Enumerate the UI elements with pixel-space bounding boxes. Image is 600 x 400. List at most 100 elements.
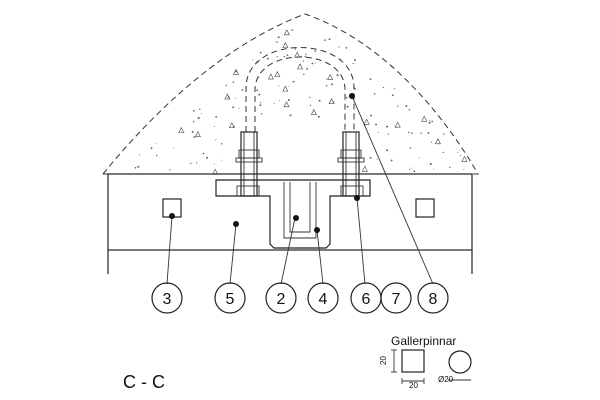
concrete-speck xyxy=(410,167,412,169)
concrete-speck xyxy=(220,159,222,161)
concrete-speck xyxy=(457,152,459,154)
concrete-speck xyxy=(292,80,295,83)
concrete-speck xyxy=(259,104,262,107)
leader-dot-5 xyxy=(233,221,239,227)
concrete-speck xyxy=(442,151,444,154)
legend-square-side: 20 xyxy=(379,356,388,365)
u-bolt-inner xyxy=(254,56,346,132)
concrete-speck xyxy=(273,102,275,104)
concrete-speck xyxy=(413,170,416,173)
concrete-speck xyxy=(215,139,217,141)
callout-circle-5 xyxy=(214,282,246,314)
concrete-speck xyxy=(375,123,378,126)
concrete-speck xyxy=(192,120,195,123)
concrete-aggregate xyxy=(267,73,274,80)
concrete-speck xyxy=(150,147,153,150)
legend-square-pin xyxy=(401,349,425,373)
leader-4 xyxy=(316,229,324,285)
concrete-speck xyxy=(325,78,327,80)
concrete-aggregate xyxy=(178,126,185,133)
callout-8: 8 xyxy=(429,291,438,308)
leader-8 xyxy=(351,95,434,285)
leader-3 xyxy=(166,215,173,285)
concrete-aggregate xyxy=(461,155,468,162)
concrete-speck xyxy=(275,41,278,43)
concrete-aggregate xyxy=(327,74,334,80)
concrete-speck xyxy=(428,121,431,124)
concrete-speck xyxy=(206,156,209,159)
concrete-speck xyxy=(407,131,410,134)
concrete-aggregate xyxy=(434,138,441,145)
concrete-speck xyxy=(227,96,230,99)
concrete-speck xyxy=(354,59,357,61)
concrete-aggregate xyxy=(282,41,289,48)
concrete-speck xyxy=(391,94,394,97)
concrete-speck xyxy=(459,155,461,157)
concrete-speck xyxy=(200,112,202,114)
concrete-aggregate xyxy=(328,98,335,105)
concrete-speck xyxy=(259,102,262,104)
concrete-speck xyxy=(278,85,280,87)
concrete-speck xyxy=(387,133,389,135)
concrete-speck xyxy=(277,36,280,39)
concrete-speck xyxy=(156,143,158,145)
legend-circle-diameter: Ø20 xyxy=(438,375,454,384)
concrete-speck xyxy=(238,107,240,109)
concrete-speck xyxy=(213,163,215,165)
concrete-speck xyxy=(276,56,278,58)
concrete-speck xyxy=(352,62,354,65)
callout-circle-2 xyxy=(265,282,297,314)
concrete-speck xyxy=(213,125,215,128)
concrete-speck xyxy=(433,168,435,170)
concrete-speck xyxy=(220,143,223,145)
concrete-speck xyxy=(370,114,372,117)
concrete-speck xyxy=(317,115,320,118)
concrete-aggregate xyxy=(194,131,201,137)
concrete-speck xyxy=(215,115,218,118)
right-washer xyxy=(337,157,365,163)
concrete-aggregate xyxy=(274,70,281,77)
leader-5 xyxy=(229,223,237,285)
concrete-speck xyxy=(276,41,278,43)
saddle-plate-outline xyxy=(215,179,371,249)
concrete-aggregate xyxy=(233,68,240,75)
concrete-speck xyxy=(443,133,445,135)
base-beam xyxy=(107,173,473,251)
concrete-speck xyxy=(169,169,171,171)
concrete-speck xyxy=(429,162,432,166)
concrete-speck xyxy=(202,152,205,155)
concrete-speck xyxy=(267,57,269,60)
saddle-slot xyxy=(289,182,311,233)
concrete-speck xyxy=(336,74,339,77)
concrete-speck xyxy=(309,104,312,106)
concrete-aggregate xyxy=(394,121,401,128)
concrete-speck xyxy=(314,50,317,53)
concrete-speck xyxy=(286,54,289,56)
legend-square-width: 20 xyxy=(409,381,418,390)
concrete-speck xyxy=(428,120,430,121)
concrete-speck xyxy=(195,162,198,164)
callout-6: 6 xyxy=(362,291,371,308)
concrete-speck xyxy=(235,70,238,73)
callout-2: 2 xyxy=(277,291,286,308)
concrete-speck xyxy=(463,169,465,170)
concrete-speck xyxy=(390,159,393,162)
leader-2 xyxy=(280,217,296,285)
concrete-speck xyxy=(431,141,433,143)
concrete-aggregate xyxy=(228,122,235,129)
concrete-speck xyxy=(345,47,348,49)
concrete-speck xyxy=(382,86,384,89)
concrete-speck xyxy=(197,117,200,120)
concrete-speck xyxy=(405,105,408,108)
concrete-speck xyxy=(191,130,194,133)
callout-5: 5 xyxy=(226,291,235,308)
concrete-speck xyxy=(294,48,297,50)
concrete-speck xyxy=(260,113,263,115)
concrete-speck xyxy=(318,99,321,102)
concrete-speck xyxy=(258,93,261,96)
concrete-speck xyxy=(377,131,379,133)
concrete-speck xyxy=(332,101,335,103)
concrete-aggregate xyxy=(282,85,289,92)
leader-6 xyxy=(356,197,366,285)
